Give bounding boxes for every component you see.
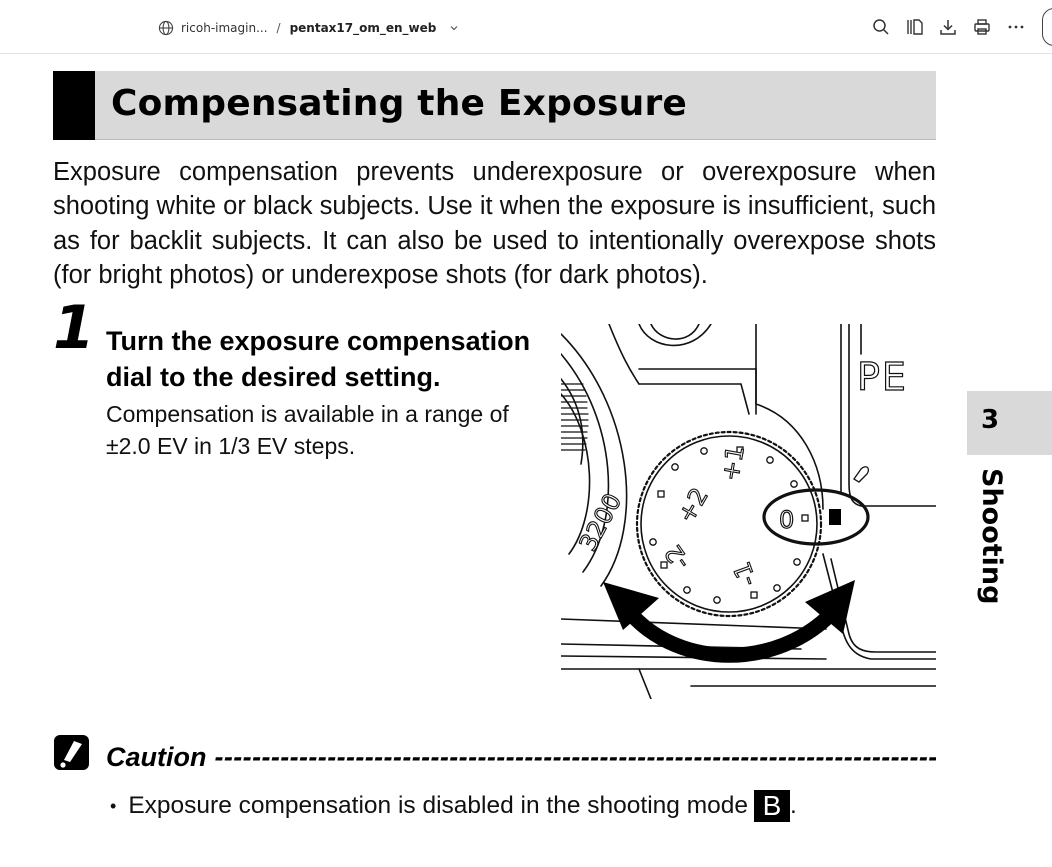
search-icon[interactable] (871, 17, 891, 37)
chapter-number: 3 (981, 405, 1000, 435)
caution-item-end: . (790, 792, 797, 819)
dial-label-plus1: +1 (716, 443, 750, 483)
dial-label-minus2: -2 (659, 539, 696, 575)
bullet: • (110, 795, 117, 816)
viewer-toolbar: ricoh-imagin... / pentax17_om_en_web (0, 0, 1052, 54)
breadcrumb-separator: / (276, 21, 281, 35)
breadcrumb: ricoh-imagin... / pentax17_om_en_web (158, 18, 459, 38)
exposure-compensation-dial: +2 +1 0 -1 -2 (635, 430, 823, 618)
more-icon[interactable] (1006, 17, 1026, 37)
caution-title: Caution (106, 742, 207, 772)
shooting-mode-badge: B (754, 790, 791, 822)
account-button[interactable] (1042, 8, 1052, 46)
breadcrumb-document[interactable]: pentax17_om_en_web (289, 21, 437, 35)
brand-label: PE (857, 355, 908, 399)
exposure-dial-illustration: 3200 PE (561, 324, 936, 699)
breadcrumb-source[interactable]: ricoh-imagin... (181, 21, 268, 35)
chapter-tab[interactable]: 3 (967, 391, 1052, 455)
caution-icon (54, 735, 89, 770)
zero-highlight-ellipse (762, 488, 870, 546)
step-title: Turn the exposure compensation dial to t… (106, 326, 531, 392)
pages-icon[interactable] (905, 17, 925, 37)
lens-ring: 3200 (561, 333, 628, 587)
chevron-down-icon[interactable] (449, 23, 459, 33)
step-number: 1 (53, 293, 95, 363)
globe-icon (158, 20, 174, 36)
caution-rule: ----------------------------------------… (214, 742, 937, 772)
section-header: Compensating the Exposure (53, 71, 936, 140)
chapter-label: Shooting (972, 468, 1008, 605)
caution-heading: Caution---------------------------------… (106, 740, 936, 774)
step-description: Compensation is available in a range of … (106, 401, 509, 459)
chapter-label-text: Shooting (976, 468, 1007, 605)
dial-label-minus1: -1 (728, 558, 762, 590)
dial-label-plus2: +2 (672, 483, 714, 528)
list-item: • Exposure compensation is disabled in t… (110, 788, 797, 824)
page-title: Compensating the Exposure (111, 83, 688, 124)
section-header-block (53, 71, 95, 140)
download-icon[interactable] (938, 17, 958, 37)
rotate-arrow (603, 580, 855, 663)
dial-label-zero: 0 (779, 506, 794, 534)
print-icon[interactable] (972, 17, 992, 37)
index-mark (829, 509, 841, 525)
intro-paragraph: Exposure compensation prevents underexpo… (53, 158, 936, 289)
caution-item-text: Exposure compensation is disabled in the… (128, 792, 749, 819)
